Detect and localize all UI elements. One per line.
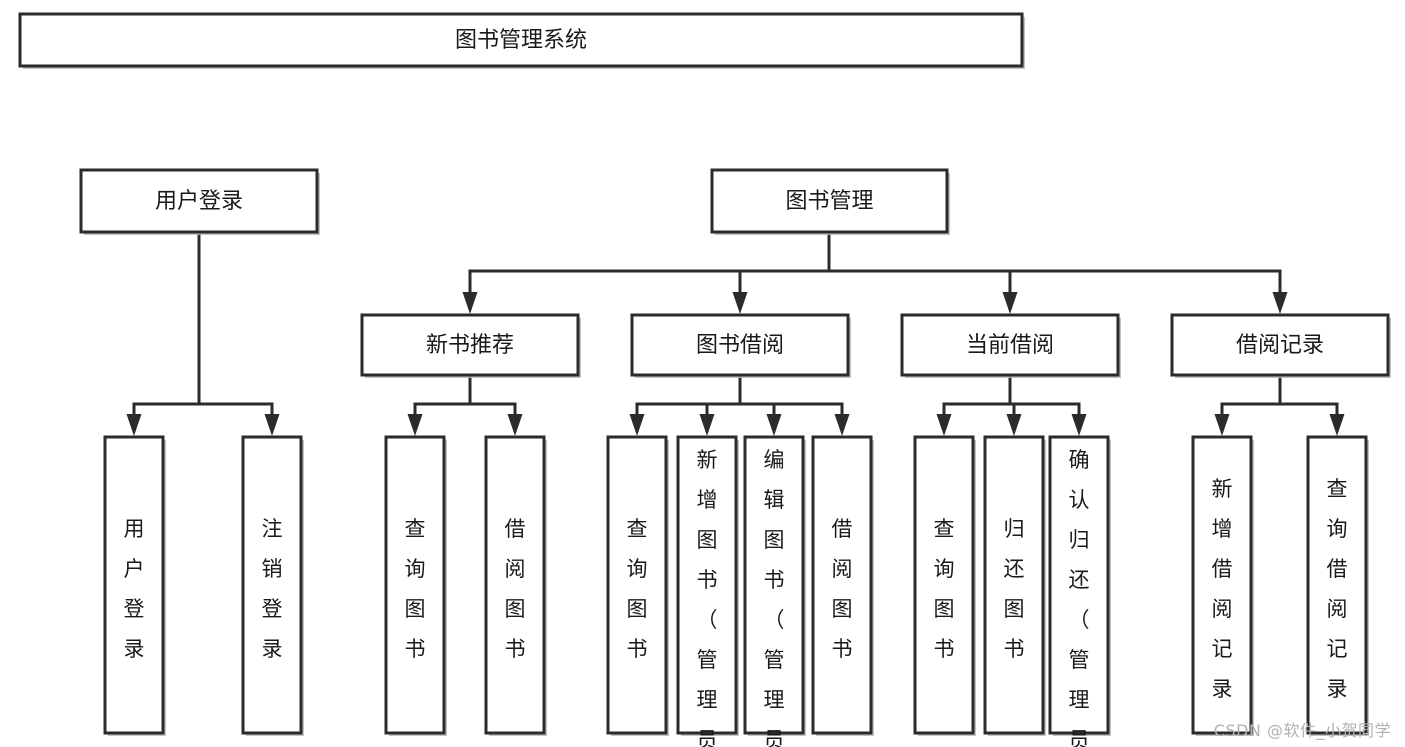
node-box[interactable] xyxy=(1191,435,1253,735)
node-label: 新书推荐 xyxy=(426,333,514,358)
node-box[interactable] xyxy=(484,435,546,735)
arrow-head-icon xyxy=(126,414,142,436)
node-label: 图书管理 xyxy=(785,189,873,214)
arrow-head-icon xyxy=(732,292,748,314)
node-box[interactable] xyxy=(983,435,1045,735)
node-leaf-7[interactable]: 借阅图书 xyxy=(811,435,874,736)
arrow-head-icon xyxy=(629,414,645,436)
connector-group xyxy=(629,373,850,436)
node-leaf-10[interactable]: 确认归还（管理员） xyxy=(1048,435,1111,747)
connector-group xyxy=(407,373,523,436)
node-box[interactable] xyxy=(710,168,949,234)
arrow-head-icon xyxy=(1214,414,1230,436)
arrow-head-icon xyxy=(766,414,782,436)
arrow-head-icon xyxy=(834,414,850,436)
arrow-head-icon xyxy=(507,414,523,436)
arrow-head-icon xyxy=(1002,292,1018,314)
node-label: 图书管理系统 xyxy=(455,28,587,53)
node-label: 借阅图书 xyxy=(505,517,526,661)
node-box[interactable] xyxy=(630,313,850,377)
node-leaf-0[interactable]: 用户登录 xyxy=(103,435,166,736)
node-label: 查询图书 xyxy=(934,517,955,661)
node-box[interactable] xyxy=(676,435,738,735)
arrow-head-icon xyxy=(1071,414,1087,436)
node-box[interactable] xyxy=(241,435,303,735)
node-level2-1[interactable]: 图书借阅 xyxy=(630,313,851,378)
connector-group xyxy=(462,230,1288,314)
node-box[interactable] xyxy=(811,435,873,735)
node-label: 用户登录 xyxy=(124,517,145,661)
arrow-head-icon xyxy=(699,414,715,436)
arrow-head-icon xyxy=(1272,292,1288,314)
node-label: 查询图书 xyxy=(405,517,426,661)
node-box[interactable] xyxy=(360,313,580,377)
connector-group xyxy=(126,230,280,436)
node-label: 编辑图书（管理员） xyxy=(764,448,785,747)
arrow-head-icon xyxy=(1006,414,1022,436)
node-leaf-9[interactable]: 归还图书 xyxy=(983,435,1046,736)
node-label: 当前借阅 xyxy=(966,333,1054,358)
node-box[interactable] xyxy=(79,168,319,234)
arrow-head-icon xyxy=(264,414,280,436)
arrow-head-icon xyxy=(936,414,952,436)
node-label: 新增借阅记录 xyxy=(1212,477,1233,701)
node-box[interactable] xyxy=(1170,313,1390,377)
node-label: 借阅记录 xyxy=(1236,333,1324,358)
node-level1-0[interactable]: 用户登录 xyxy=(79,168,320,235)
node-level2-3[interactable]: 借阅记录 xyxy=(1170,313,1391,378)
nodes-layer: 图书管理系统用户登录图书管理新书推荐图书借阅当前借阅借阅记录用户登录注销登录查询… xyxy=(18,12,1391,747)
node-label: 借阅图书 xyxy=(832,517,853,661)
node-box[interactable] xyxy=(900,313,1120,377)
node-leaf-5[interactable]: 新增图书（管理员） xyxy=(676,435,739,747)
node-root-图书管理系统[interactable]: 图书管理系统 xyxy=(18,12,1025,69)
connector-group xyxy=(1214,373,1345,436)
node-leaf-3[interactable]: 借阅图书 xyxy=(484,435,547,736)
node-level1-1[interactable]: 图书管理 xyxy=(710,168,950,235)
node-box[interactable] xyxy=(1306,435,1368,735)
connector-group xyxy=(936,373,1087,436)
node-label: 新增图书（管理员） xyxy=(697,448,718,747)
node-box[interactable] xyxy=(18,12,1024,68)
watermark-text: CSDN @软件_小贺同学 xyxy=(1213,721,1391,740)
node-label: 查询借阅记录 xyxy=(1327,477,1348,701)
node-leaf-1[interactable]: 注销登录 xyxy=(241,435,304,736)
node-label: 确认归还（管理员） xyxy=(1069,448,1090,747)
node-leaf-8[interactable]: 查询图书 xyxy=(913,435,976,736)
node-box[interactable] xyxy=(103,435,165,735)
edges-layer xyxy=(126,230,1345,436)
node-level2-2[interactable]: 当前借阅 xyxy=(900,313,1121,378)
node-box[interactable] xyxy=(606,435,668,735)
node-box[interactable] xyxy=(384,435,446,735)
arrow-head-icon xyxy=(462,292,478,314)
node-box[interactable] xyxy=(913,435,975,735)
arrow-head-icon xyxy=(1329,414,1345,436)
node-leaf-12[interactable]: 查询借阅记录 xyxy=(1306,435,1369,736)
arrow-head-icon xyxy=(407,414,423,436)
node-leaf-4[interactable]: 查询图书 xyxy=(606,435,669,736)
node-box[interactable] xyxy=(1048,435,1110,735)
node-leaf-6[interactable]: 编辑图书（管理员） xyxy=(743,435,806,747)
node-level2-0[interactable]: 新书推荐 xyxy=(360,313,581,378)
node-label: 注销登录 xyxy=(262,517,283,661)
node-label: 查询图书 xyxy=(627,517,648,661)
node-label: 归还图书 xyxy=(1004,517,1025,661)
node-box[interactable] xyxy=(743,435,805,735)
node-label: 用户登录 xyxy=(155,189,243,214)
node-leaf-11[interactable]: 新增借阅记录 xyxy=(1191,435,1254,736)
node-leaf-2[interactable]: 查询图书 xyxy=(384,435,447,736)
node-label: 图书借阅 xyxy=(696,333,784,358)
